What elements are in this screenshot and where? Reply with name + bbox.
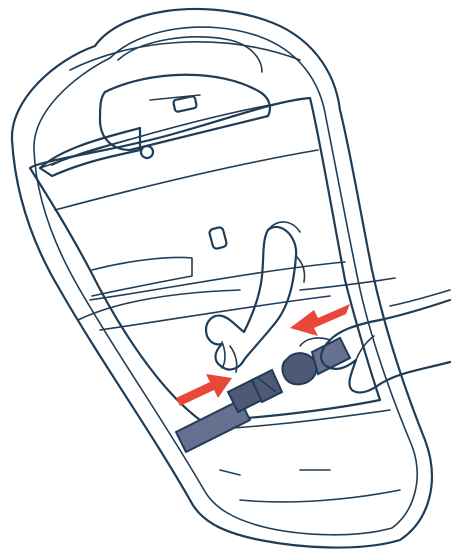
top-zipper-line [70, 42, 300, 70]
male-buckle [282, 353, 316, 384]
center-tab [209, 227, 228, 250]
bottom-fold-2 [240, 490, 400, 502]
back-panel [30, 98, 380, 420]
laptop-sleeve [92, 258, 192, 297]
top-loop [173, 96, 197, 112]
backpack-inner-rim [34, 27, 417, 535]
handle-rivet [141, 146, 153, 158]
panel-divider-3 [90, 262, 345, 300]
panel-divider-2 [55, 150, 318, 210]
bottom-fold-4 [220, 470, 240, 475]
push-arrow-left [176, 374, 232, 406]
